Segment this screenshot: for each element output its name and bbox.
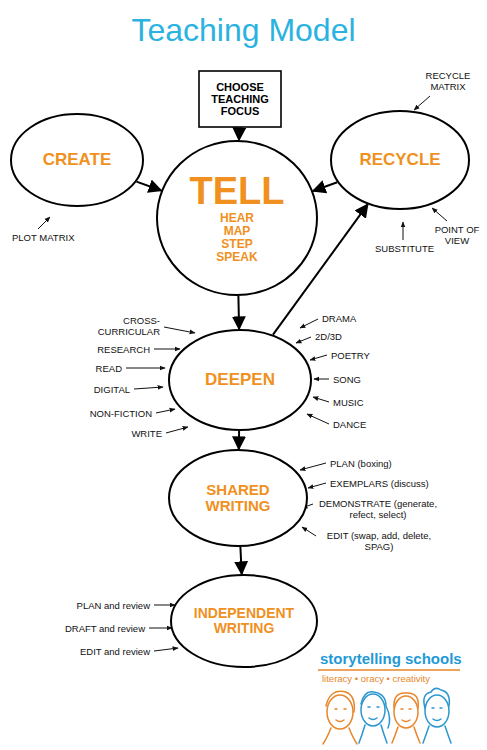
annotation-label: PLOT MATRIX	[12, 232, 74, 243]
annotation-label: WRITE	[131, 428, 162, 439]
flow-arrow	[313, 182, 337, 191]
node-content: SHARED WRITING	[206, 482, 271, 515]
node-content: CHOOSE TEACHING FOCUS	[211, 81, 268, 117]
annotation-label: POETRY	[331, 350, 370, 361]
leader-line	[307, 414, 329, 424]
node-heading: RECYCLE	[359, 151, 440, 170]
stage-ellipse: RECYCLE	[330, 110, 470, 210]
annotation-label: DANCE	[333, 419, 366, 430]
diagram-title: Teaching Model	[0, 12, 487, 49]
faces	[323, 688, 451, 744]
leader-line	[149, 628, 172, 629]
annotation-label: POINT OF VIEW	[429, 224, 485, 246]
leader-line	[310, 355, 327, 360]
node-subtext: HEAR MAP STEP SPEAK	[216, 212, 257, 264]
leader-line	[154, 349, 180, 350]
face	[359, 692, 390, 743]
node-heading: CHOOSE TEACHING FOCUS	[211, 81, 268, 117]
rect-shape	[199, 71, 281, 127]
face	[323, 691, 357, 744]
annotation-label: PLAN and review	[77, 600, 150, 611]
annotation-label: EXEMPLARS (discuss)	[330, 478, 429, 489]
leader-line	[156, 409, 175, 413]
leader-line	[302, 527, 316, 536]
node-content: RECYCLE	[359, 151, 440, 170]
face	[423, 688, 451, 743]
annotation-label: DEMONSTRATE (generate, refect, select)	[317, 498, 439, 520]
leader-line	[164, 327, 195, 333]
annotation-label: NON-FICTION	[90, 408, 152, 419]
ellipse-shape	[11, 114, 143, 206]
logo-rule	[318, 669, 460, 671]
leader-line	[166, 427, 188, 433]
stage-ellipse: TELLHEAR MAP STEP SPEAK	[156, 140, 318, 296]
annotation-label: EDIT and review	[80, 646, 150, 657]
stage-ellipse: SHARED WRITING	[168, 449, 308, 547]
face	[392, 693, 420, 743]
flow-arrow	[238, 431, 240, 449]
leader-line	[126, 368, 165, 369]
leader-line	[308, 483, 326, 488]
node-heading: SHARED WRITING	[206, 482, 271, 515]
annotation-label: DRAFT and review	[65, 623, 145, 634]
annotation-label: EDIT (swap, add, delete, SPAG)	[320, 530, 438, 552]
annotation-label: RECYCLE MATRIX	[418, 70, 478, 92]
annotation-label: 2D/3D	[315, 331, 342, 342]
leader-line	[432, 208, 447, 221]
ellipse-shape	[169, 330, 311, 430]
annotation-label: CROSS-CURRICULAR	[92, 315, 160, 337]
node-heading: TELL	[190, 172, 285, 210]
stage-ellipse: INDEPENDENT WRITING	[170, 574, 318, 668]
node-content: DEEPEN	[205, 371, 275, 390]
ellipse-shape	[331, 111, 469, 209]
logo-tagline: literacy • oracy • creativity	[322, 673, 430, 684]
leader-line	[300, 319, 318, 328]
leader-line	[296, 337, 311, 343]
annotation-label: SONG	[333, 374, 361, 385]
ellipse-shape	[157, 141, 317, 295]
node-content: INDEPENDENT WRITING	[194, 606, 294, 637]
leader-line	[300, 463, 326, 470]
node-heading: DEEPEN	[205, 371, 275, 390]
leader-line	[314, 379, 329, 380]
leader-line	[154, 648, 178, 651]
annotation-label: MUSIC	[333, 397, 364, 408]
annotation-label: RESEARCH	[97, 344, 150, 355]
node-content: TELLHEAR MAP STEP SPEAK	[190, 172, 285, 264]
annotation-label: SUBSTITUTE	[375, 243, 434, 254]
leader-line	[414, 96, 430, 110]
annotation-label: DRAMA	[322, 313, 356, 324]
logo-name: storytelling schools	[320, 650, 462, 668]
flow-arrow	[137, 182, 162, 191]
annotation-label: READ	[96, 363, 122, 374]
flow-arrow	[237, 296, 240, 329]
ellipse-shape	[171, 575, 317, 667]
annotation-label: PLAN (boxing)	[330, 458, 392, 469]
leader-line	[38, 217, 50, 229]
annotation-label: DIGITAL	[94, 384, 130, 395]
node-content: CREATE	[43, 151, 112, 170]
node-heading: INDEPENDENT WRITING	[194, 606, 294, 637]
leader-line	[154, 605, 175, 606]
stage-ellipse: DEEPEN	[168, 329, 312, 431]
leader-line	[134, 387, 163, 389]
stage-ellipse: CREATE	[10, 113, 144, 207]
flow-arrow	[240, 547, 241, 574]
node-heading: CREATE	[43, 151, 112, 170]
leader-line	[403, 222, 404, 240]
ellipse-shape	[169, 450, 307, 546]
leader-line	[313, 397, 329, 402]
flow-arrow	[238, 128, 240, 140]
focus-box: CHOOSE TEACHING FOCUS	[198, 70, 282, 128]
